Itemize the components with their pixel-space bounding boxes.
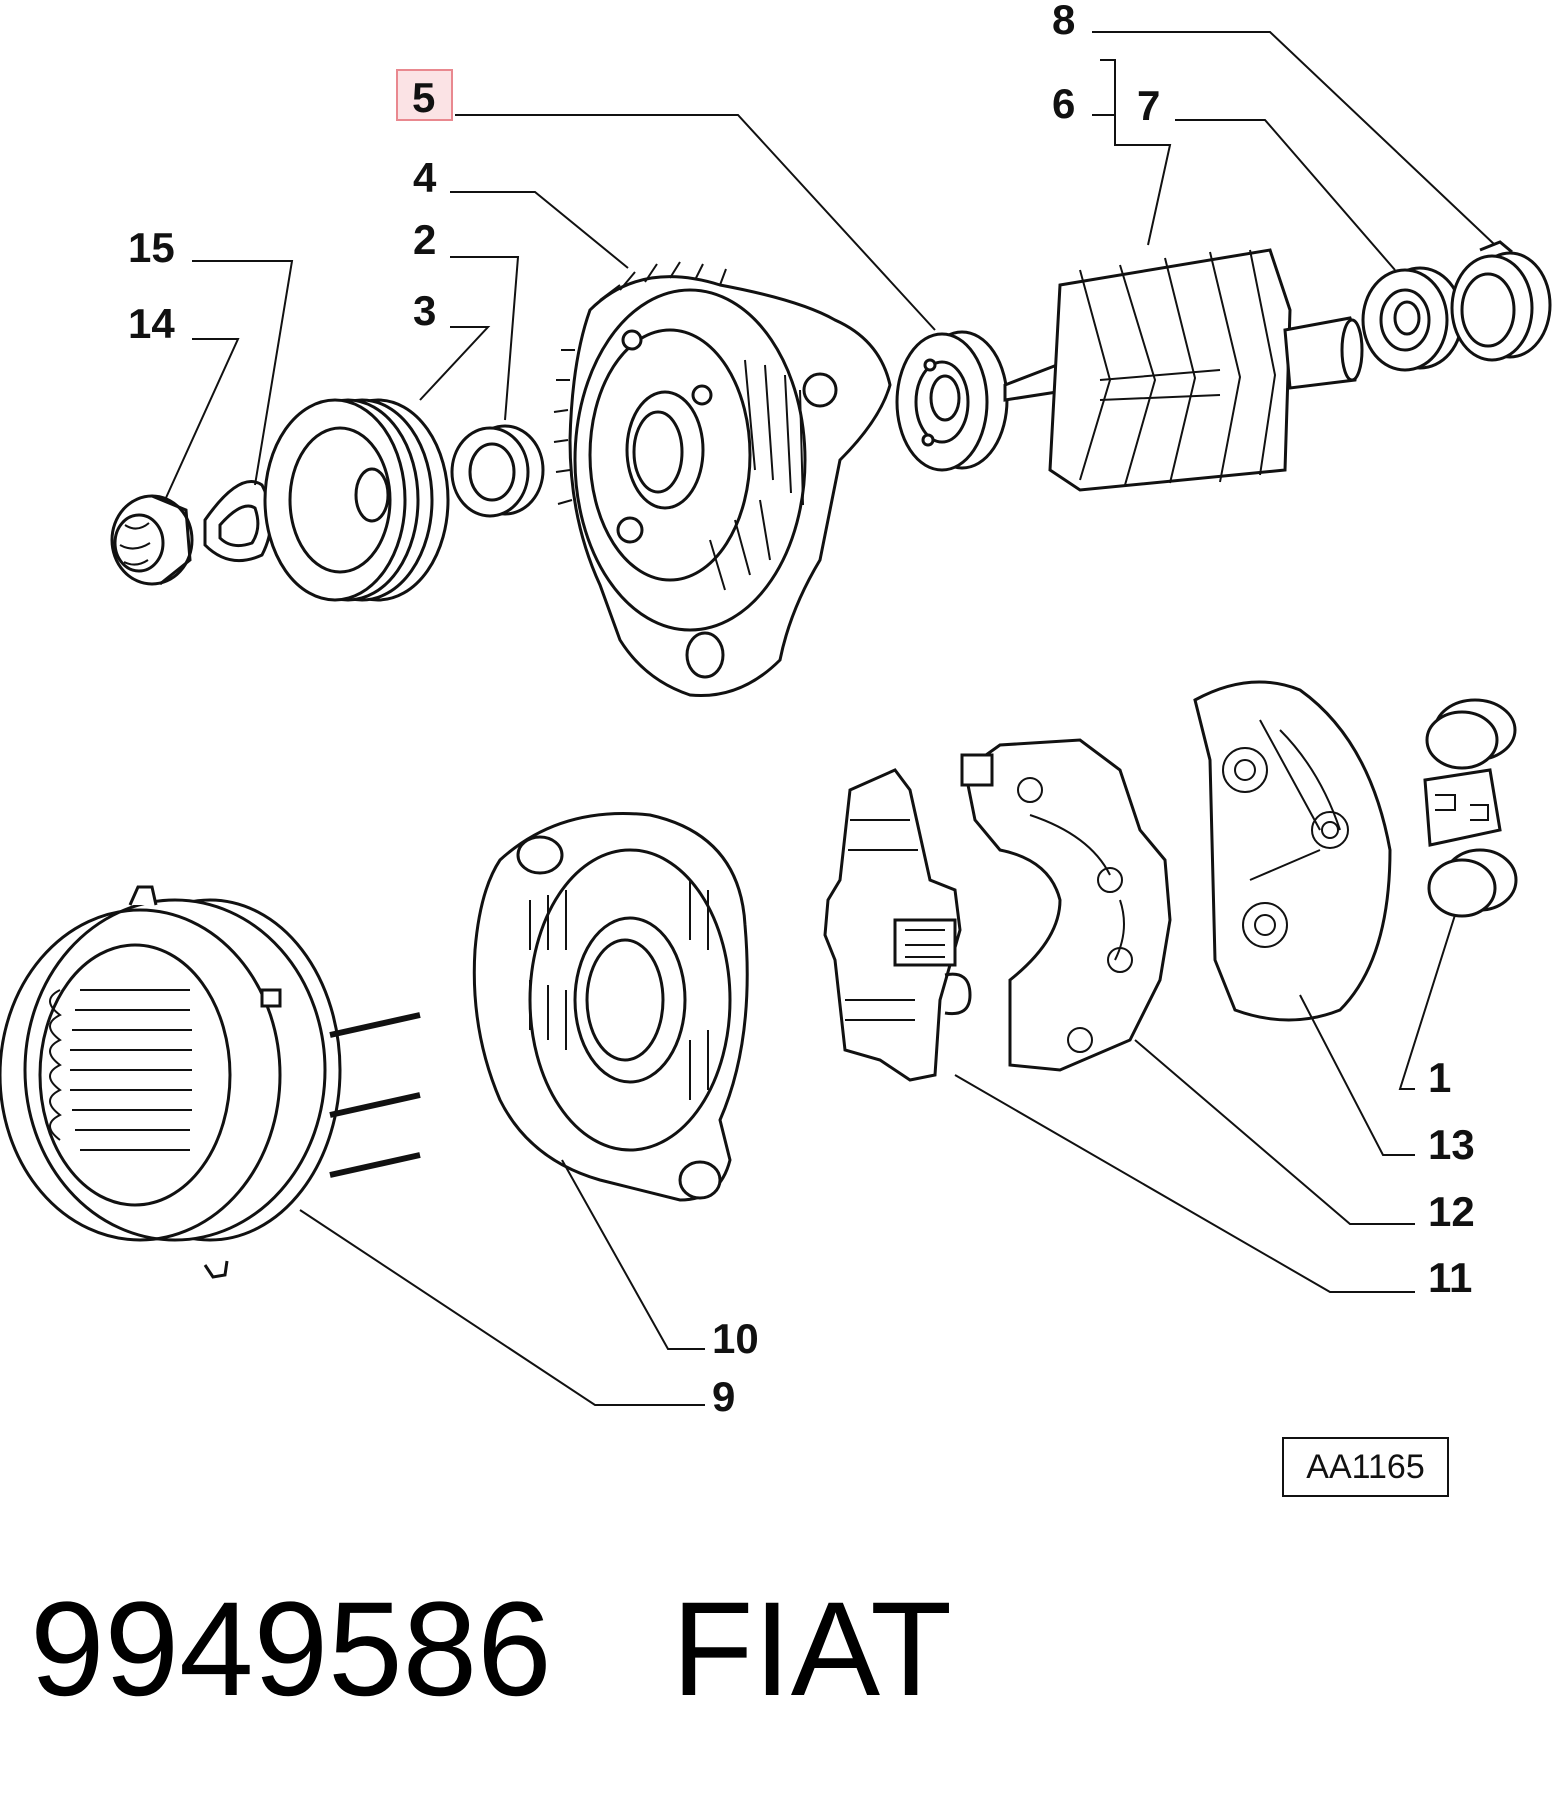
part-14-nut bbox=[110, 494, 194, 586]
leader-12 bbox=[1134, 1039, 1415, 1225]
callout-10: 10 bbox=[712, 1315, 759, 1362]
part-15-washer bbox=[203, 480, 273, 563]
footer: 9949586 FIAT bbox=[30, 1570, 952, 1730]
part-12-rectifier bbox=[960, 738, 1172, 1072]
leader-9 bbox=[299, 1209, 705, 1406]
callout-11: 11 bbox=[1428, 1254, 1472, 1301]
callout-15: 15 bbox=[128, 224, 175, 271]
part-10-rear-housing bbox=[472, 811, 749, 1202]
reference-code-box: AA1165 bbox=[1282, 1437, 1449, 1497]
callout-14: 14 bbox=[128, 300, 175, 347]
leader-14 bbox=[164, 338, 240, 501]
brand-name: FIAT bbox=[671, 1575, 953, 1724]
callout-6: 6 bbox=[1052, 80, 1075, 127]
part-8-bearing-cap bbox=[1450, 240, 1552, 362]
callout-8: 8 bbox=[1052, 0, 1075, 43]
callout-12: 12 bbox=[1428, 1188, 1475, 1235]
leader-4 bbox=[450, 191, 629, 269]
callout-5: 5 bbox=[412, 74, 435, 121]
part-5-front-bearing bbox=[895, 330, 1009, 472]
callout-7: 7 bbox=[1137, 82, 1160, 129]
callout-labels: 8 5 6 7 4 15 2 3 14 1 13 12 11 10 9 bbox=[128, 0, 1475, 1420]
callout-4: 4 bbox=[413, 154, 437, 201]
callout-5-highlight bbox=[396, 69, 453, 121]
leader-10 bbox=[561, 1159, 705, 1350]
leader-13 bbox=[1299, 994, 1415, 1156]
part-7-rear-bearing bbox=[1361, 266, 1464, 372]
part-3-pulley bbox=[263, 398, 450, 602]
part-4-front-housing bbox=[553, 261, 892, 698]
leader-5 bbox=[455, 114, 936, 331]
part-9-stator bbox=[0, 885, 421, 1279]
leader-8 bbox=[1092, 31, 1496, 246]
leader-2 bbox=[450, 256, 520, 421]
leader-11 bbox=[954, 1074, 1415, 1293]
leader-lines bbox=[164, 31, 1496, 1406]
part-number: 9949586 bbox=[30, 1575, 552, 1724]
part-11-regulator bbox=[823, 768, 972, 1082]
callout-9: 9 bbox=[712, 1373, 735, 1420]
leader-7 bbox=[1175, 119, 1396, 271]
reference-code: AA1165 bbox=[1306, 1447, 1425, 1486]
part-1-brush-holder bbox=[1423, 698, 1518, 918]
leader-6 bbox=[1100, 59, 1172, 246]
callout-1: 1 bbox=[1428, 1054, 1451, 1101]
callout-3: 3 bbox=[413, 287, 436, 334]
part-13-cover-plate bbox=[1193, 680, 1392, 1022]
part-2-spacer bbox=[450, 424, 545, 518]
leader-15 bbox=[192, 260, 294, 486]
leader-1 bbox=[1398, 914, 1456, 1090]
leader-3 bbox=[419, 326, 491, 401]
part-6-rotor bbox=[1003, 248, 1364, 492]
callout-13: 13 bbox=[1428, 1121, 1475, 1168]
callout-2: 2 bbox=[413, 216, 436, 263]
